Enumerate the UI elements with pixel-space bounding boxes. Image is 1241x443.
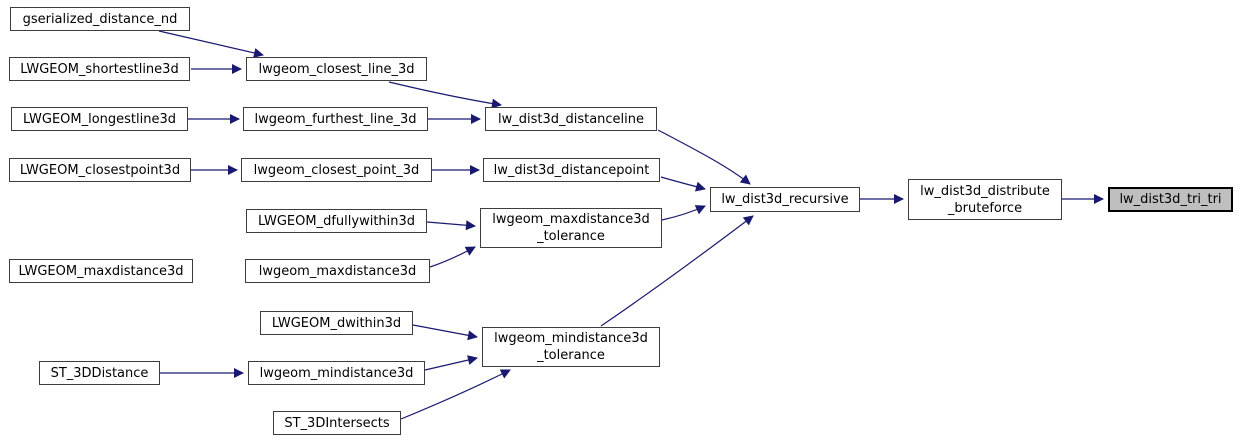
node-lwgeom-maxdistance3d-caps[interactable]: LWGEOM_maxdistance3d — [9, 259, 193, 283]
node-lwgeom-dwithin3d[interactable]: LWGEOM_dwithin3d — [260, 311, 413, 335]
node-lw-dist3d-recursive[interactable]: lw_dist3d_recursive — [710, 187, 860, 212]
node-st-3dintersects[interactable]: ST_3DIntersects — [273, 411, 401, 435]
node-lw-dist3d-distanceline[interactable]: lw_dist3d_distanceline — [485, 107, 657, 131]
edge-distancepoint-to-recursive — [660, 176, 706, 192]
node-lwgeom-closest-line-3d[interactable]: lwgeom_closest_line_3d — [246, 57, 427, 81]
edge-closest-line-to-distanceline — [388, 81, 502, 109]
node-lw-dist3d-distancepoint[interactable]: lw_dist3d_distancepoint — [483, 158, 660, 182]
edge-gserialized-to-closest-line — [158, 30, 264, 58]
edge-dwithin-to-mindistance-tolerance — [412, 324, 478, 341]
node-lwgeom-shortestline3d[interactable]: LWGEOM_shortestline3d — [9, 57, 190, 81]
node-lwgeom-longestline3d[interactable]: LWGEOM_longestline3d — [11, 107, 188, 131]
node-lwgeom-mindistance3d[interactable]: lwgeom_mindistance3d — [248, 361, 425, 385]
edge-distanceline-to-recursive — [657, 129, 751, 185]
edge-dfullywithin-to-maxdistance-tolerance — [426, 220, 476, 231]
node-lwgeom-maxdistance3d[interactable]: lwgeom_maxdistance3d — [245, 259, 430, 283]
node-lwgeom-closestpoint3d[interactable]: LWGEOM_closestpoint3d — [9, 158, 191, 182]
node-gserialized-distance-nd[interactable]: gserialized_distance_nd — [10, 7, 190, 31]
node-lwgeom-closest-point-3d[interactable]: lwgeom_closest_point_3d — [241, 158, 432, 182]
node-lwgeom-furthest-line-3d[interactable]: lwgeom_furthest_line_3d — [243, 107, 428, 131]
node-st-3ddistance[interactable]: ST_3DDistance — [39, 361, 160, 385]
edge-maxdistance-tolerance-to-recursive — [661, 205, 706, 221]
node-lwgeom-dfullywithin3d[interactable]: LWGEOM_dfullywithin3d — [246, 209, 427, 233]
node-lw-dist3d-distribute-bruteforce[interactable]: lw_dist3d_distribute _bruteforce — [908, 179, 1062, 220]
node-lwgeom-maxdistance3d-tolerance[interactable]: lwgeom_maxdistance3d _tolerance — [480, 208, 662, 248]
edge-mindistance3d-to-mindistance-tolerance — [424, 355, 478, 371]
node-lwgeom-mindistance3d-tolerance[interactable]: lwgeom_mindistance3d _tolerance — [482, 327, 660, 367]
node-lw-dist3d-tri-tri: lw_dist3d_tri_tri — [1108, 187, 1233, 212]
edge-maxdistance3d-to-maxdistance-tolerance — [429, 246, 476, 268]
